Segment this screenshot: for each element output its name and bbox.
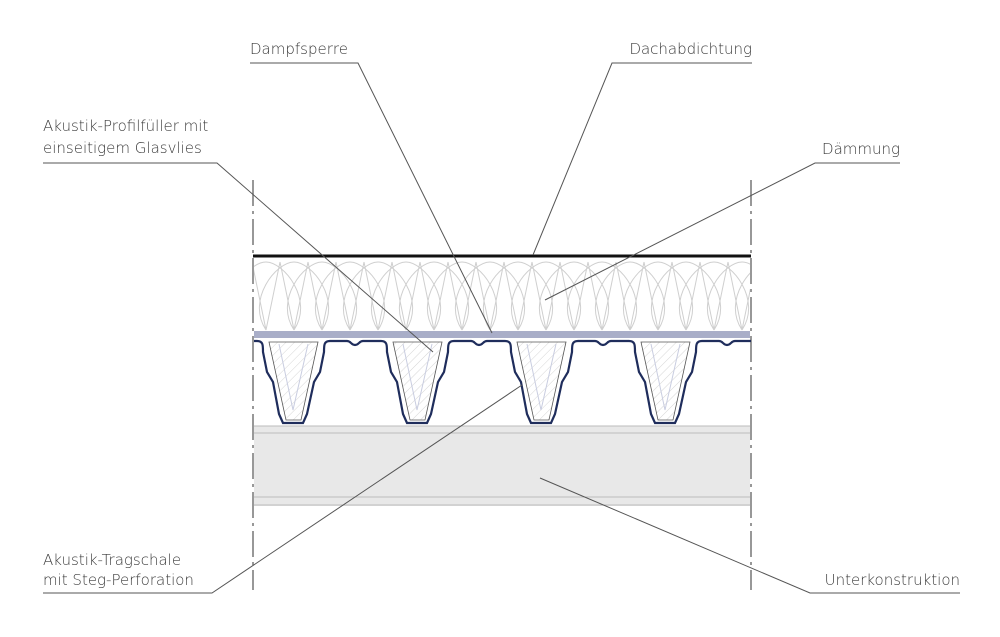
- label-unterkonstruktion: Unterkonstruktion: [824, 571, 960, 589]
- label-profilfueller-line2: einseitigem Glasvlies: [43, 139, 202, 157]
- leader-daemmung: [544, 162, 900, 301]
- label-tragschale-line2: mit Steg-Perforation: [43, 571, 194, 589]
- label-tragschale-line1: Akustik-Tragschale: [43, 551, 182, 569]
- leader-lines: [43, 62, 960, 594]
- label-dachabdichtung: Dachabdichtung: [629, 40, 752, 58]
- acoustic-profile-filler: [268, 341, 319, 421]
- leader-profilfueller: [43, 162, 434, 353]
- insulation: [254, 261, 750, 331]
- trapezoidal-profile: [254, 339, 751, 425]
- leader-tragschale: [43, 384, 523, 594]
- vapor-barrier: [254, 331, 750, 338]
- label-profilfueller-line1: Akustik-Profilfüller mit: [43, 117, 209, 135]
- acoustic-profile-filler: [640, 341, 691, 421]
- leader-unterkonstruktion: [539, 477, 960, 594]
- leader-dachabdichtung: [532, 62, 752, 256]
- profile-fillers: [268, 341, 691, 421]
- leader-dampfsperre: [250, 62, 493, 334]
- insulation-pattern: [254, 261, 750, 331]
- label-dampfsperre: Dampfsperre: [250, 40, 348, 58]
- acoustic-profile-filler: [392, 341, 443, 421]
- acoustic-profile-filler: [516, 341, 567, 421]
- label-daemmung: Dämmung: [822, 140, 900, 158]
- substructure: [254, 425, 750, 506]
